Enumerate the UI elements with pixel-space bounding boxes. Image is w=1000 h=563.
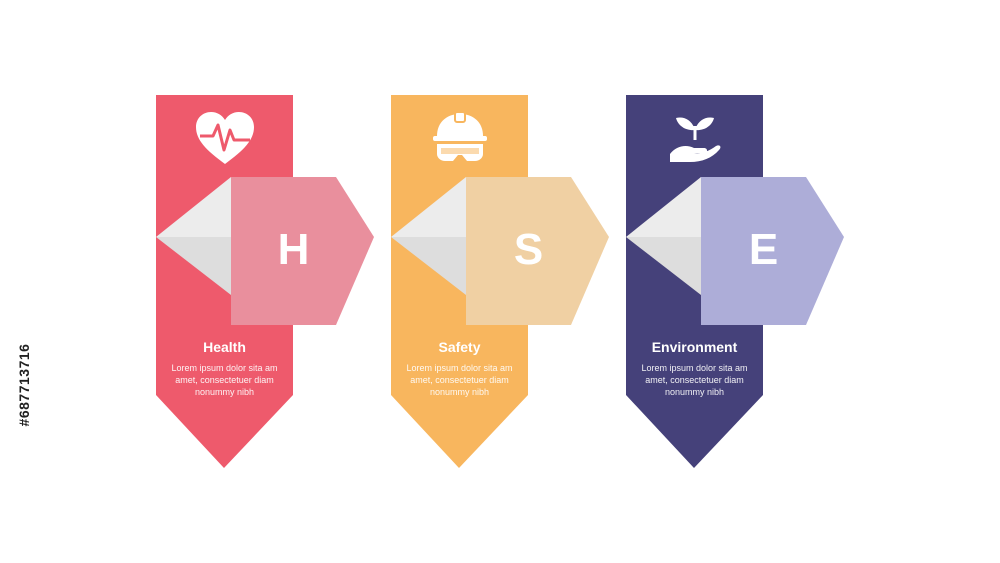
card-title: Environment <box>651 339 738 355</box>
card-environment-shape <box>626 95 844 468</box>
plant-hand-icon <box>664 110 726 166</box>
card-safety-shape <box>391 95 609 468</box>
card-title: Safety <box>438 339 481 355</box>
card-environment: E Environment Lorem ipsum dolor sita am … <box>626 95 866 470</box>
card-safety: S Safety Lorem ipsum dolor sita am amet,… <box>391 95 631 470</box>
card-letter: S <box>513 225 544 274</box>
heart-pulse-icon <box>194 110 256 166</box>
card-letter: E <box>748 225 779 274</box>
card-description: Lorem ipsum dolor sita am amet, consecte… <box>641 363 748 397</box>
stock-image-id-text: #687713716 <box>16 343 32 427</box>
card-description: Lorem ipsum dolor sita am amet, consecte… <box>406 363 513 397</box>
card-description: Lorem ipsum dolor sita am amet, consecte… <box>171 363 278 397</box>
hard-hat-goggles-icon <box>429 110 491 166</box>
card-health: H Health Lorem ipsum dolor sita am amet,… <box>156 95 396 470</box>
card-title: Health <box>203 339 246 355</box>
card-letter: H <box>277 225 310 274</box>
card-health-shape <box>156 95 374 468</box>
stock-image-id: #687713716 <box>4 330 44 440</box>
